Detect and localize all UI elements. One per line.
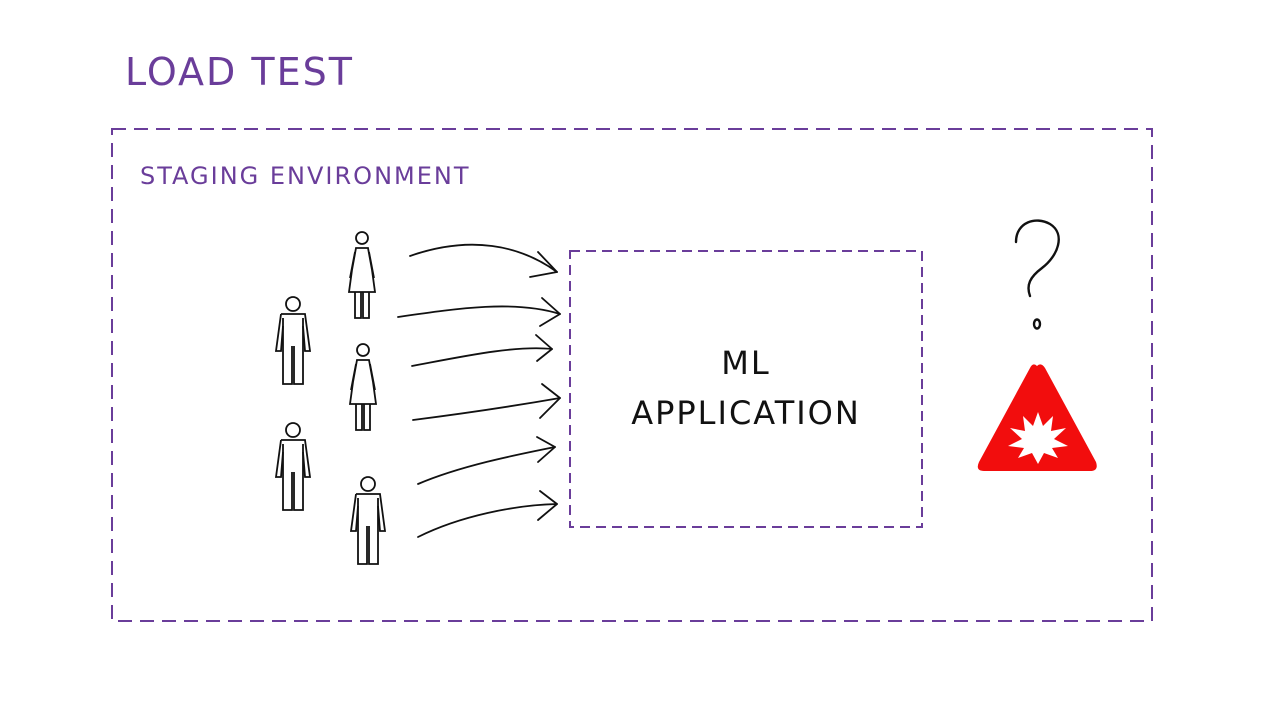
request-arrow: [411, 334, 553, 367]
staging-environment-label: STAGING ENVIRONMENT: [140, 162, 471, 190]
request-arrow: [417, 490, 558, 538]
staging-environment-frame: [111, 128, 1153, 622]
request-arrow: [397, 297, 561, 327]
user-figure-male: [274, 422, 312, 511]
ml-application-label: ML APPLICATION: [570, 338, 922, 438]
ml-application-label-line2: APPLICATION: [631, 394, 861, 432]
warning-explosion-icon: [977, 364, 1097, 471]
request-arrow: [409, 243, 558, 278]
user-figure-female: [347, 231, 377, 319]
question-mark-icon: [1014, 219, 1060, 330]
user-figure-male: [349, 476, 387, 565]
user-figure-male: [274, 296, 312, 385]
ml-application-box: [569, 250, 923, 528]
request-arrow: [417, 436, 556, 485]
request-arrow: [412, 383, 561, 421]
ml-application-label-line1: ML: [721, 344, 771, 382]
page-title: LOAD TEST: [125, 50, 354, 94]
user-figure-female: [348, 343, 378, 431]
